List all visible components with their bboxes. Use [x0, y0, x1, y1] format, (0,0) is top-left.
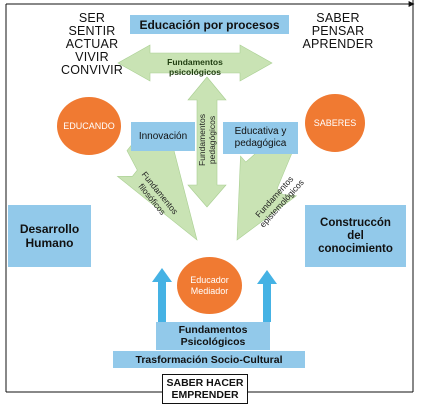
- saberes-circle: SABERES: [305, 94, 365, 152]
- right-up-arrow: [257, 270, 277, 322]
- educador-line2: Mediador: [190, 285, 229, 296]
- saber-hacer-line2: EMPRENDER: [171, 389, 239, 401]
- word-actuar: ACTUAR: [65, 37, 119, 51]
- vertical-label-line2: pedagógicos: [207, 115, 217, 165]
- word-ser: SER: [78, 11, 106, 25]
- vertical-label-line1: Fundamentos: [197, 114, 207, 166]
- title-text: Educación por procesos: [139, 17, 280, 32]
- vertical-arrow-label: Fundamentos pedagógicos: [197, 98, 217, 182]
- educativa-box: Educativa y pedagógica: [223, 122, 298, 154]
- educativa-line2: pedagógica: [234, 138, 287, 149]
- horizontal-arrow-label: Fundamentos psicológicos: [167, 57, 223, 77]
- construccion-line2: del: [347, 229, 364, 242]
- fundamentos-psicologicos-box: Fundamentos Psicológicos: [156, 322, 270, 350]
- innovacion-label: Innovación: [138, 131, 188, 142]
- word-sentir: SENTIR: [68, 24, 116, 38]
- educando-circle: EDUCANDO: [57, 97, 121, 155]
- saber-hacer-line1: SABER HACER: [166, 377, 244, 389]
- saberes-label: SABERES: [313, 117, 357, 128]
- educador-circle: Educador Mediador: [177, 257, 242, 314]
- transformacion-label: Trasformación Socio-Cultural: [135, 353, 283, 366]
- right-word-stack: SABER PENSAR APRENDER: [296, 12, 380, 51]
- title-box: Educación por procesos: [130, 15, 289, 34]
- innovacion-box: Innovación: [131, 122, 195, 151]
- word-vivir: VIVIR: [75, 50, 109, 64]
- horizontal-double-arrow: [117, 44, 273, 82]
- desarrollo-line2: Humano: [25, 236, 74, 250]
- construccion-box: Construccón del conocimiento: [305, 205, 406, 267]
- word-aprender: APRENDER: [302, 37, 374, 51]
- educando-label: EDUCANDO: [63, 120, 115, 131]
- vertical-double-arrow: [187, 76, 227, 208]
- saber-hacer-box: SABER HACER EMPRENDER: [162, 374, 248, 404]
- educativa-line1: Educativa y: [234, 126, 287, 137]
- educador-line1: Educador: [190, 274, 229, 285]
- word-saber: SABER: [316, 11, 360, 25]
- fund-psic-line1: Fundamentos: [178, 324, 248, 336]
- left-word-stack: SER SENTIR ACTUAR VIVIR CONVIVIR: [58, 12, 126, 77]
- desarrollo-line1: Desarrollo: [19, 222, 80, 236]
- construccion-line1: Construccón: [320, 216, 391, 229]
- desarrollo-box: Desarrollo Humano: [8, 205, 91, 267]
- transformacion-box: Trasformación Socio-Cultural: [113, 351, 305, 368]
- construccion-line3: conocimiento: [318, 242, 393, 255]
- left-up-arrow: [152, 268, 172, 322]
- word-convivir: CONVIVIR: [60, 63, 124, 77]
- word-pensar: PENSAR: [311, 24, 365, 38]
- fund-psic-line2: Psicológicos: [180, 336, 246, 348]
